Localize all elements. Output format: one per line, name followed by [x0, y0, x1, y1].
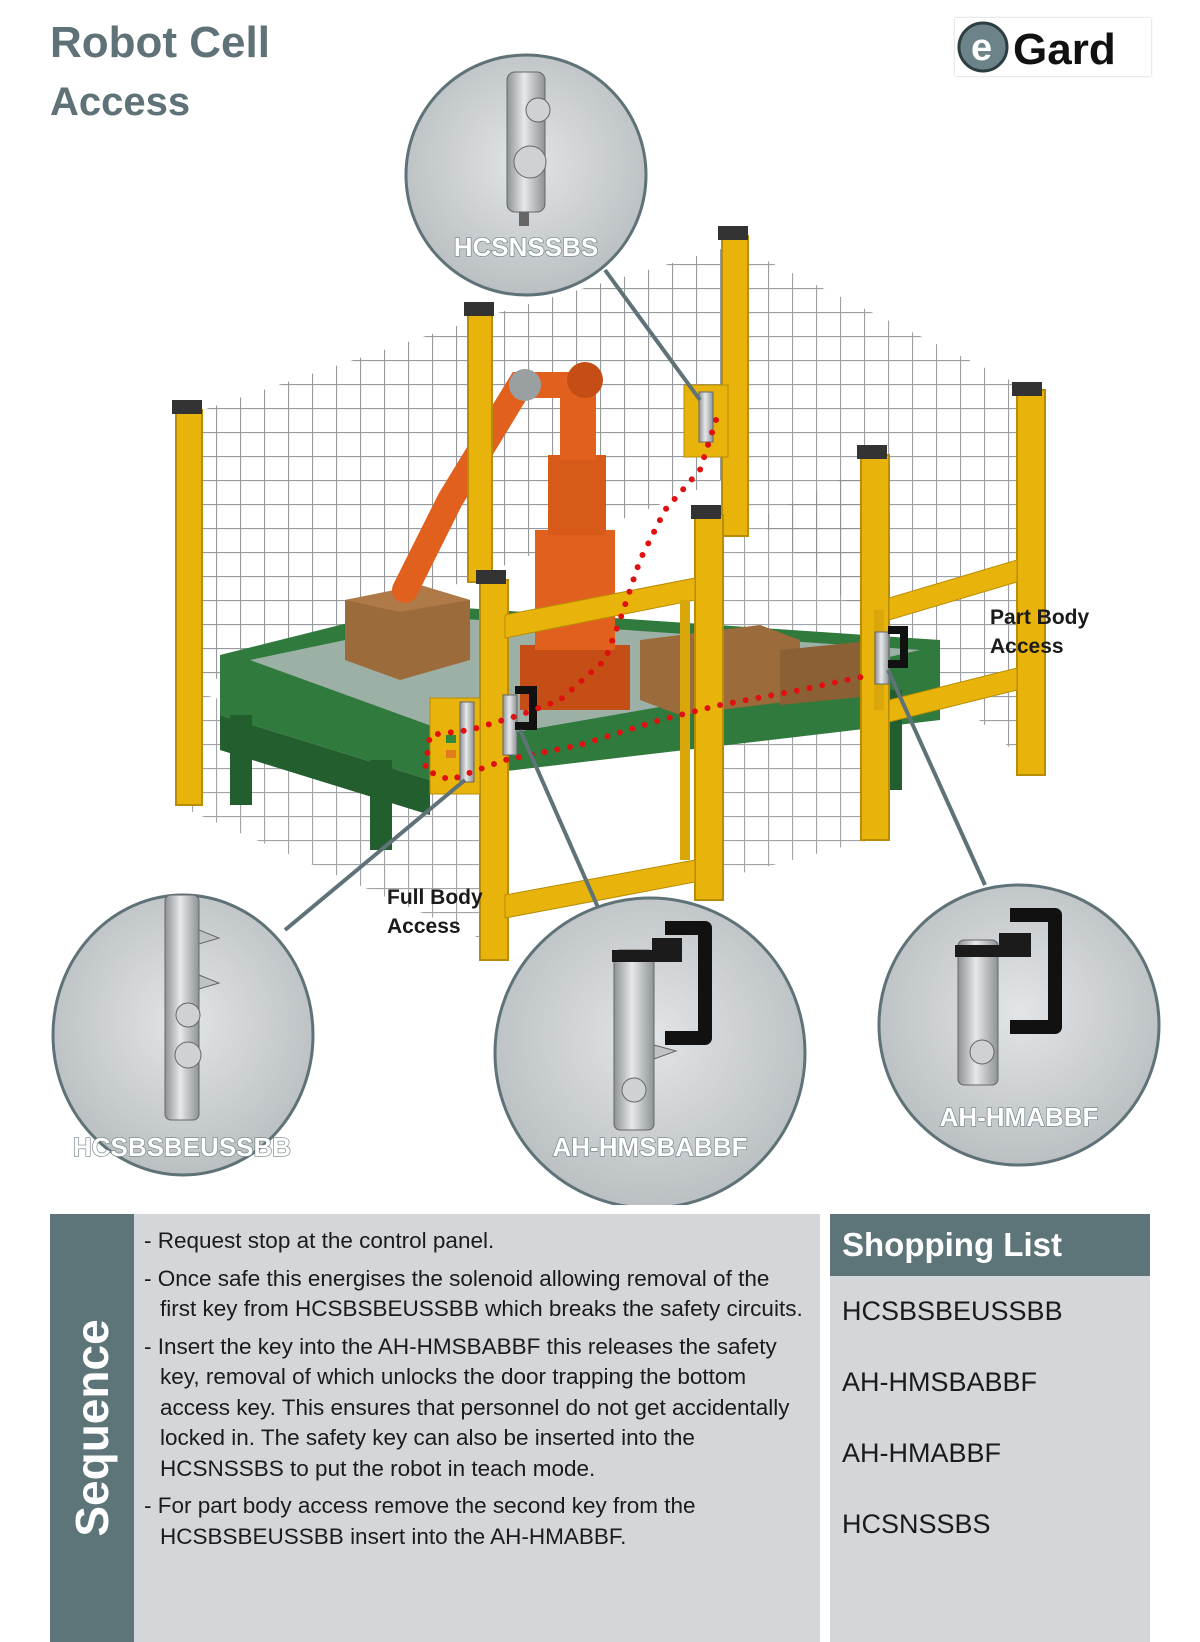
callout-bottom-right: AH-HMABBF — [877, 883, 1161, 1167]
callout-bottom-right-label: AH-HMABBF — [940, 1102, 1099, 1132]
callout-leaders — [283, 268, 987, 932]
page-title: Robot Cell — [50, 18, 270, 67]
part-body-access-label-1: Part Body — [990, 606, 1090, 629]
callout-bottom-left: HCSBSBEUSSBB — [51, 893, 315, 1177]
robot-cell-illustration: HCSNSSBS HCSBSBEUSSBB AH-HMSBABBF AH-HMA… — [51, 53, 1161, 1205]
sequence-title: Sequence — [66, 1319, 118, 1537]
part-body-access-label-2: Access — [990, 635, 1064, 658]
page-subtitle: Access — [50, 80, 191, 124]
callout-bottom-center-label: AH-HMSBABBF — [553, 1132, 748, 1162]
callout-top: HCSNSSBS — [404, 53, 648, 297]
callout-top-label: HCSNSSBS — [454, 232, 598, 262]
sequence-step: Insert the key into the AH-HMSBABBF this… — [144, 1332, 810, 1485]
sequence-panel: Request stop at the control panel. Once … — [134, 1214, 820, 1642]
shopping-list-item: AH-HMABBF — [842, 1438, 1002, 1468]
callout-bottom-center: AH-HMSBABBF — [493, 896, 807, 1205]
sequence-steps: Request stop at the control panel. Once … — [134, 1214, 820, 1552]
shopping-list-item: HCSNSSBS — [842, 1509, 991, 1539]
sequence-step: For part body access remove the second k… — [144, 1491, 810, 1552]
sequence-step: Request stop at the control panel. — [144, 1226, 810, 1257]
svg-text:Gard: Gard — [1013, 25, 1116, 74]
sequence-tab: Sequence — [50, 1214, 134, 1642]
key-path-dotted — [421, 417, 873, 784]
gates — [504, 559, 1018, 919]
shopping-list-title: Shopping List — [830, 1214, 1150, 1276]
sequence-step: Once safe this energises the solenoid al… — [144, 1264, 810, 1325]
callout-bottom-left-label: HCSBSBEUSSBB — [73, 1132, 291, 1162]
full-body-access-label-1: Full Body — [387, 886, 483, 909]
egard-logo: e Gard — [955, 18, 1151, 76]
shopping-list-item: HCSBSBEUSSBB — [842, 1296, 1063, 1326]
svg-text:e: e — [971, 27, 992, 69]
egard-logo-mark: e Gard — [957, 21, 1116, 74]
full-body-access-label-2: Access — [387, 915, 461, 938]
shopping-list-item: AH-HMSBABBF — [842, 1367, 1038, 1397]
shopping-list-panel: Shopping List HCSBSBEUSSBB AH-HMSBABBF A… — [830, 1214, 1150, 1642]
